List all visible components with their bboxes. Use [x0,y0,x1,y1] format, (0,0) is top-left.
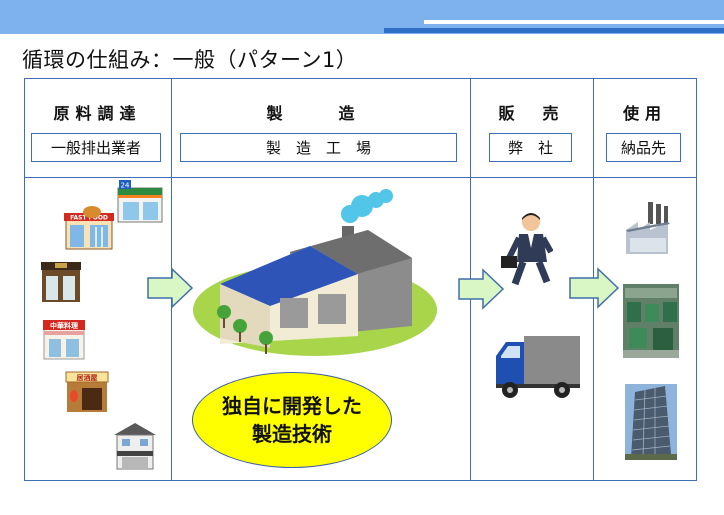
izakaya-icon: 居酒屋 [65,371,109,412]
industrial-plant-icon [626,202,670,254]
flow-table [24,78,697,481]
flow-arrow-2 [458,268,505,310]
label-factory: 製 造 工 場 [180,133,457,162]
proprietary-technology-callout: 独自に開発した 製造技術 [192,372,392,468]
convenience-store-icon: 24 [117,180,163,223]
page-title: 循環の仕組み：一般（パターン1） [22,48,358,72]
chinese-restaurant-icon: 中華料理 [43,320,85,360]
businessman-icon [501,213,553,286]
office-building-photo [625,384,677,460]
izakaya-sign: 居酒屋 [77,373,98,382]
band-highlight [424,20,724,24]
flow-arrow-3 [569,267,620,309]
header-manufacturing: 製 造 [266,104,375,123]
header-divider [24,177,697,178]
slide-bottom-margin [0,484,724,515]
factory-icon [193,189,437,356]
label-general-discharger: 一般排出業者 [31,133,161,162]
callout-text: 独自に開発した 製造技術 [222,394,362,446]
header-sales: 販 売 [498,104,565,123]
fast-food-sign: FAST FOOD [70,215,108,222]
convenience-sign: 24 [121,182,130,190]
flow-arrow-1 [147,267,194,309]
delivery-truck-icon [496,336,580,398]
factory-interior-photo [623,284,679,358]
label-delivery-destination: 納品先 [606,133,681,162]
header-procurement: 原料調達 [53,104,142,123]
title-band [0,0,724,34]
band-stripe [384,28,724,33]
label-our-company: 弊 社 [489,133,572,162]
header-usage: 使用 [622,104,667,123]
chinese-restaurant-sign: 中華料理 [50,321,78,330]
cafe-store-icon [41,262,81,302]
shop-house-icon [114,423,156,470]
fast-food-store-icon: FAST FOOD [64,206,114,250]
